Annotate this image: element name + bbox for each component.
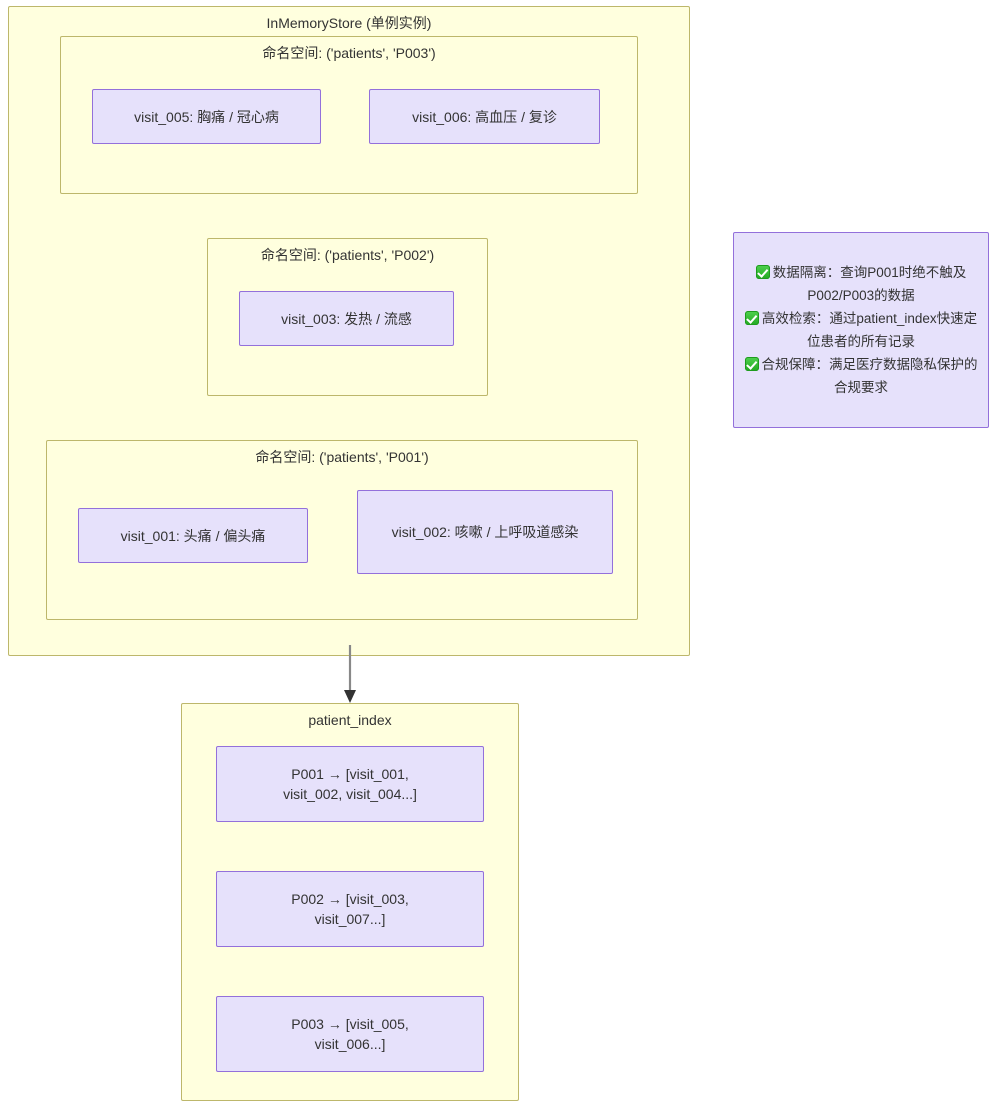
cluster-namespace-p003-title: 命名空间: ('patients', 'P003') bbox=[262, 45, 436, 61]
node-index-p003[interactable]: P003 → [visit_005, visit_006...] bbox=[216, 996, 484, 1072]
node-visit-002[interactable]: visit_002: 咳嗽 / 上呼吸道感染 bbox=[357, 490, 613, 574]
node-index-p001[interactable]: P001 → [visit_001, visit_002, visit_004.… bbox=[216, 746, 484, 822]
store-to-index-arrow bbox=[344, 645, 356, 703]
note-line-2: 高效检索：通过patient_index快速定位患者的所有记录 bbox=[744, 307, 978, 353]
note-line-1-text: 数据隔离：查询P001时绝不触及P002/P003的数据 bbox=[772, 265, 967, 303]
note-benefits[interactable]: 数据隔离：查询P001时绝不触及P002/P003的数据 高效检索：通过pati… bbox=[733, 232, 989, 428]
check-icon bbox=[744, 311, 759, 325]
check-icon bbox=[744, 357, 759, 371]
cluster-patient-index-title: patient_index bbox=[308, 712, 392, 728]
node-index-p002[interactable]: P002 → [visit_003, visit_007...] bbox=[216, 871, 484, 947]
check-icon bbox=[755, 265, 770, 279]
cluster-namespace-p001-title: 命名空间: ('patients', 'P001') bbox=[255, 449, 429, 465]
note-line-3-text: 合规保障：满足医疗数据隐私保护的合规要求 bbox=[761, 357, 978, 395]
node-visit-001[interactable]: visit_001: 头痛 / 偏头痛 bbox=[78, 508, 308, 563]
note-line-2-text: 高效检索：通过patient_index快速定位患者的所有记录 bbox=[761, 311, 978, 349]
cluster-inmemorystore-title: InMemoryStore (单例实例) bbox=[266, 15, 432, 31]
note-line-1: 数据隔离：查询P001时绝不触及P002/P003的数据 bbox=[744, 261, 978, 307]
node-visit-003[interactable]: visit_003: 发热 / 流感 bbox=[239, 291, 454, 346]
note-line-3: 合规保障：满足医疗数据隐私保护的合规要求 bbox=[744, 353, 978, 399]
node-visit-005[interactable]: visit_005: 胸痛 / 冠心病 bbox=[92, 89, 321, 144]
node-visit-006[interactable]: visit_006: 高血压 / 复诊 bbox=[369, 89, 600, 144]
cluster-namespace-p002-title: 命名空间: ('patients', 'P002') bbox=[260, 247, 435, 263]
